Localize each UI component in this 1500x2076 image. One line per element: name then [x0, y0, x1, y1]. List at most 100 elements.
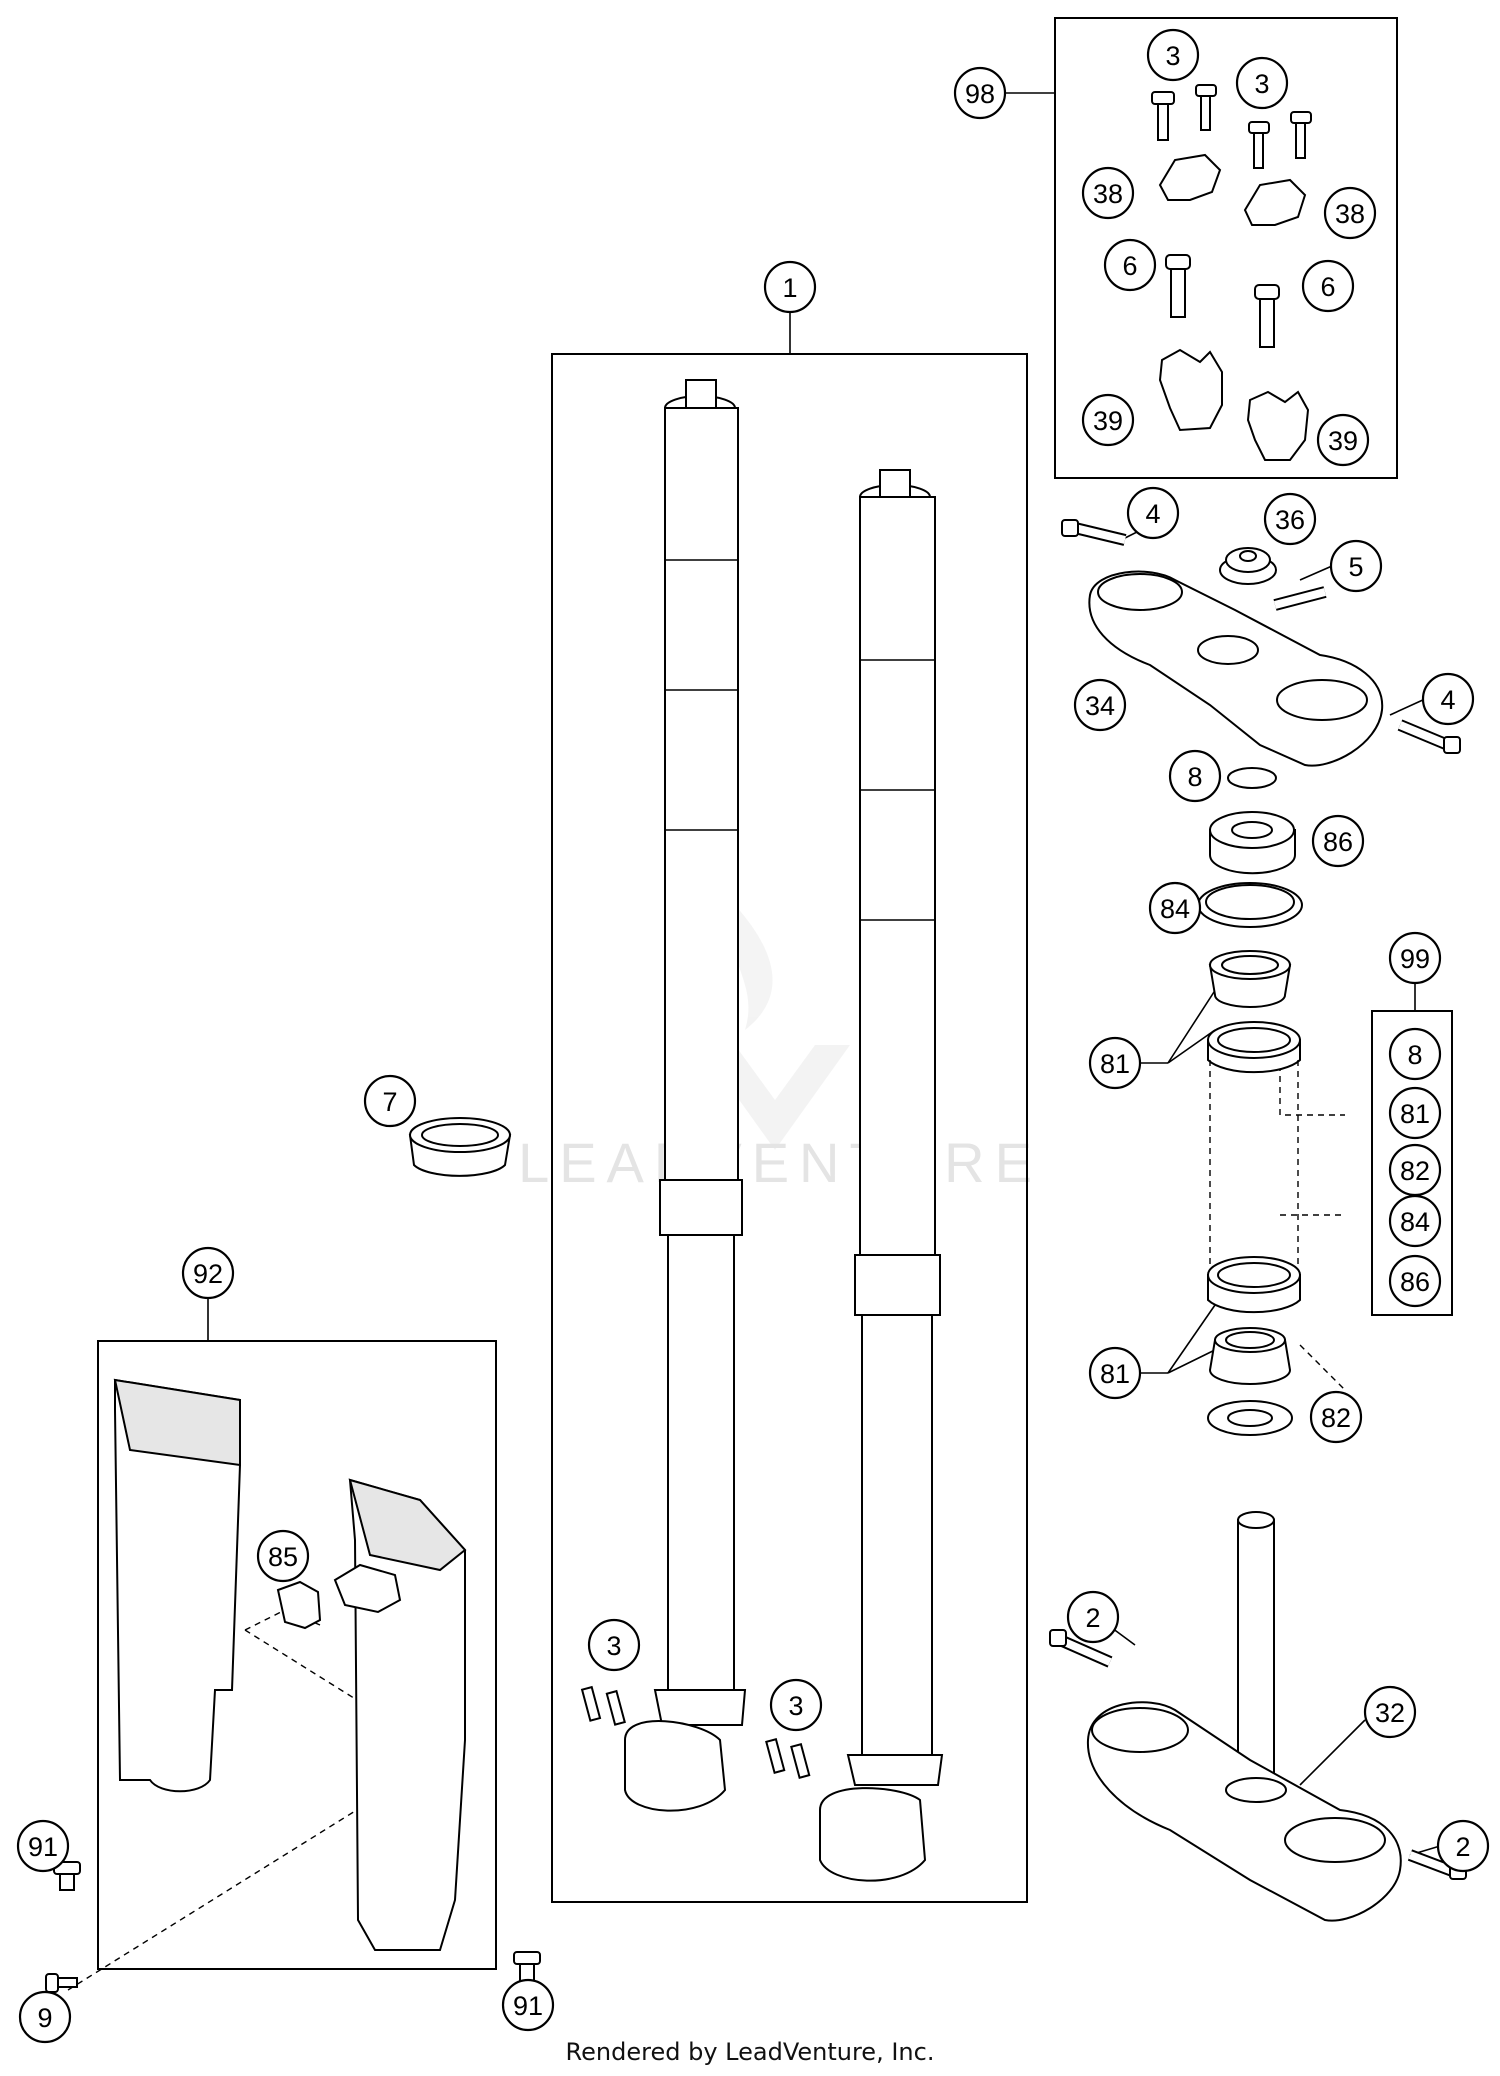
callout-number: 86 [1400, 1267, 1430, 1297]
callout-number: 3 [788, 1691, 803, 1721]
callout-number: 34 [1085, 691, 1115, 721]
upper-clamp-bore-left [1097, 573, 1183, 611]
callout-c34: 34 [1073, 678, 1127, 732]
lower-clamp-left [1158, 348, 1223, 432]
upper-bearing-81 [1208, 950, 1292, 1008]
callout-c6b: 6 [1301, 259, 1355, 313]
box-bearing-kit [1371, 1010, 1453, 1316]
callout-number: 36 [1275, 505, 1305, 535]
callout-circle [363, 1074, 417, 1128]
callout-number: 86 [1323, 827, 1353, 857]
callout-number: 5 [1348, 552, 1363, 582]
callout-c39a: 39 [1081, 393, 1135, 447]
callout-c85: 85 [256, 1529, 310, 1583]
callout-circle [1148, 881, 1202, 935]
callout-c6a: 6 [1103, 238, 1157, 292]
fork-protector-left-top [113, 1378, 241, 1467]
bearing-race-lower [1207, 1256, 1301, 1314]
callout-circle [1316, 413, 1370, 467]
callout-c36: 36 [1263, 492, 1317, 546]
fork-protector-left [114, 1378, 241, 1793]
callout-number: 8 [1407, 1040, 1422, 1070]
dust-ring-84 [1197, 882, 1303, 928]
callout-c9: 9 [18, 1990, 72, 2044]
steering-nut-36 [1219, 547, 1277, 585]
box-fork-protectors [97, 1340, 497, 1970]
callout-circle [1301, 259, 1355, 313]
callout-c1: 1 [763, 260, 817, 314]
callout-circle [1103, 238, 1157, 292]
callout-circle [181, 1246, 235, 1300]
callout-circle [769, 1678, 823, 1732]
upper-clamp-center-bore [1197, 635, 1259, 665]
callout-c4b: 4 [1421, 672, 1475, 726]
callout-c86: 86 [1311, 814, 1365, 868]
fork-protector-right-top [348, 1478, 467, 1572]
callout-c38b: 38 [1323, 186, 1377, 240]
callout-c98: 98 [953, 66, 1007, 120]
callout-circle [1073, 678, 1127, 732]
lower-seal-82 [1207, 1400, 1293, 1436]
callout-circle [1066, 1590, 1120, 1644]
callout-c7: 7 [363, 1074, 417, 1128]
callout-number: 98 [965, 79, 995, 109]
bolt-pair-top-left [1151, 84, 1217, 141]
lower-bearing-81 [1208, 1327, 1292, 1385]
callout-circle [501, 1978, 555, 2032]
callout-circle [1323, 186, 1377, 240]
callout-c32: 32 [1363, 1685, 1417, 1739]
callout-number: 6 [1320, 272, 1335, 302]
callout-circle [1126, 486, 1180, 540]
callout-c81b: 81 [1088, 1346, 1142, 1400]
callout-circle [1388, 931, 1442, 985]
callout-c4a: 4 [1126, 486, 1180, 540]
callout-c91a: 91 [16, 1819, 70, 1873]
top-bolt-4 [1061, 519, 1127, 546]
callout-circle [1168, 749, 1222, 803]
upper-clamp-right [1243, 178, 1307, 226]
callout-number: 3 [606, 1631, 621, 1661]
callout-c82: 82 [1309, 1390, 1363, 1444]
seal-86 [1209, 811, 1296, 875]
callout-c81a: 81 [1088, 1036, 1142, 1090]
callout-circle [1388, 1194, 1442, 1248]
clamp-bolt-right [1254, 284, 1280, 348]
callout-number: 7 [382, 1087, 397, 1117]
callout-number: 3 [1165, 41, 1180, 71]
callout-circle [1081, 166, 1135, 220]
callout-number: 92 [193, 1259, 223, 1289]
callout-number: 84 [1160, 894, 1190, 924]
callout-circle [1088, 1346, 1142, 1400]
callout-number: 4 [1145, 499, 1160, 529]
callout-c99-84: 84 [1388, 1194, 1442, 1248]
callout-c92: 92 [181, 1246, 235, 1300]
callout-circle [1363, 1685, 1417, 1739]
watermark-text: LEADVENTURE [518, 1131, 1042, 1194]
axle-bolts-left [580, 1685, 626, 1726]
callout-number: 85 [268, 1542, 298, 1572]
callout-number: 2 [1085, 1603, 1100, 1633]
brake-hose-guide-85 [276, 1563, 402, 1630]
callout-c99-8: 8 [1388, 1027, 1442, 1081]
callout-circle [16, 1819, 70, 1873]
callout-circle [587, 1618, 641, 1672]
guide-lines [67, 1065, 1346, 1991]
callout-number: 38 [1093, 179, 1123, 209]
callout-c84: 84 [1148, 881, 1202, 935]
callout-number: 32 [1375, 1698, 1405, 1728]
callout-number: 8 [1187, 762, 1202, 792]
callout-c5: 5 [1329, 539, 1383, 593]
callout-c8: 8 [1168, 749, 1222, 803]
callout-circle [1088, 1036, 1142, 1090]
callout-circle [256, 1529, 310, 1583]
callout-circle [1388, 1086, 1442, 1140]
clamp-bolt-left [1165, 254, 1191, 318]
fork-leg-right [819, 469, 944, 1882]
upper-clamp-bore-right [1276, 679, 1368, 721]
callout-number: 1 [782, 273, 797, 303]
callout-circle [1235, 56, 1289, 110]
footer-credit: Rendered by LeadVenture, Inc. [565, 2038, 935, 2066]
o-ring-8 [1227, 767, 1277, 789]
